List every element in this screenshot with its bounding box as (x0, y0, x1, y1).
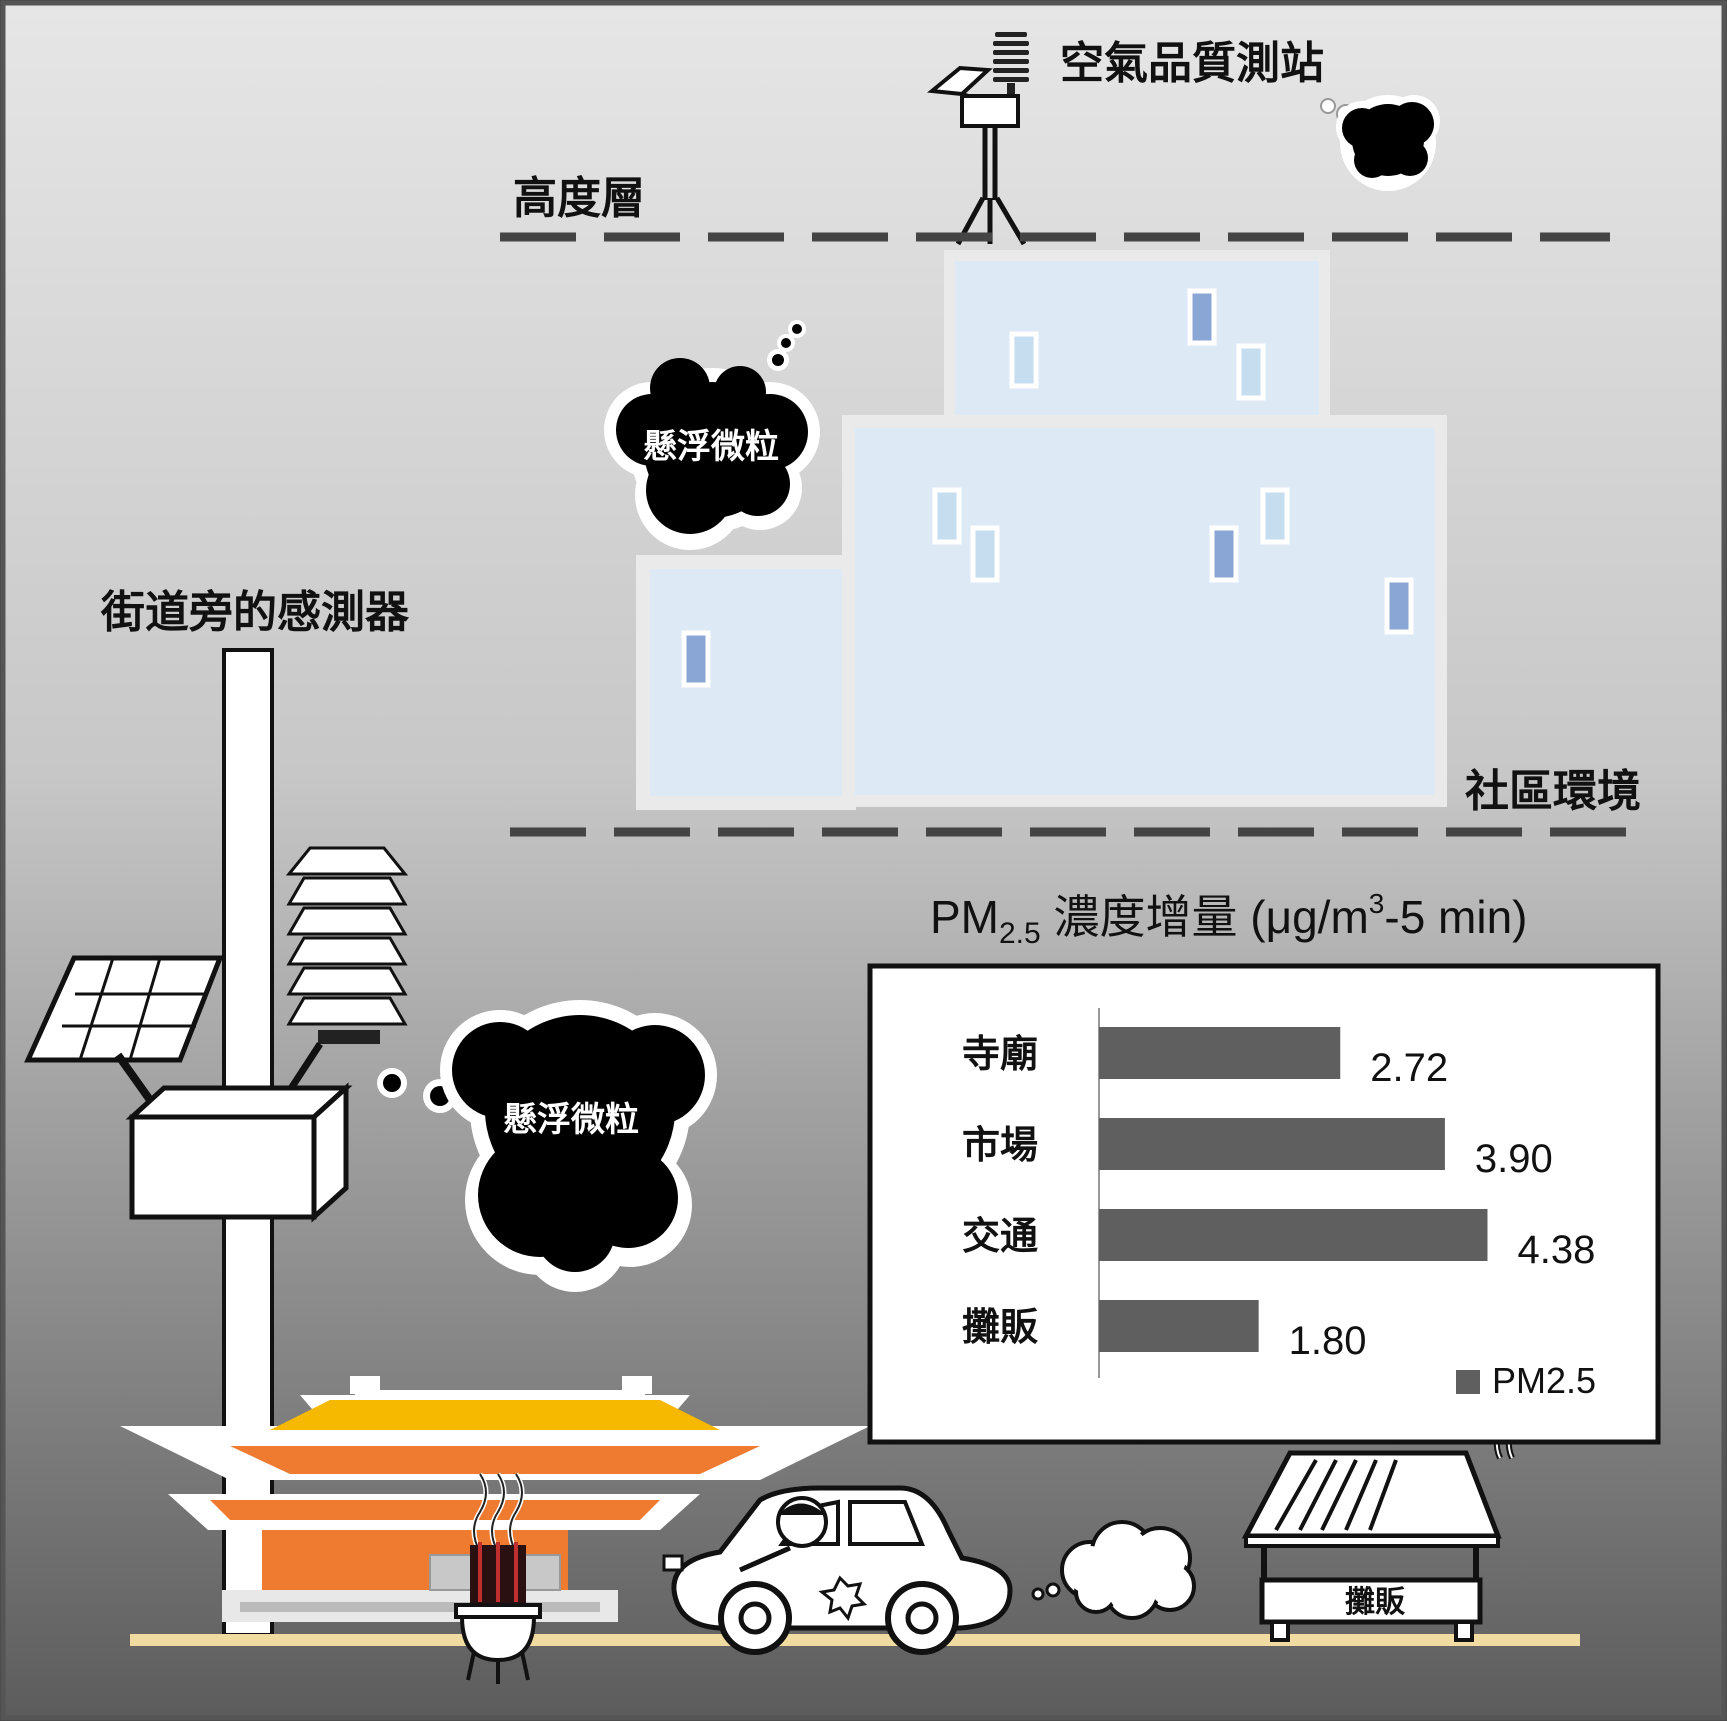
chart-title-mid: 濃度增量 (μg/m (1041, 891, 1369, 943)
incense-burner-icon (454, 1472, 542, 1684)
height-layer-label: 高度層 (513, 173, 645, 224)
particles-lower-label: 懸浮微粒 (503, 1100, 639, 1140)
building-left (636, 555, 856, 810)
community-env-label: 社區環境 (1465, 766, 1641, 817)
monitoring-station-icon (927, 32, 1029, 246)
car-icon (662, 1485, 1013, 1655)
solar-panel-icon (24, 955, 224, 1103)
category-label-3: 攤販 (962, 1305, 1038, 1349)
street-sensor-label: 街道旁的感測器 (100, 587, 410, 638)
cloud-icon (1320, 95, 1440, 191)
svg-text:PM2.5 濃度增量 (μg/m3-5 min): PM2.5 濃度增量 (μg/m3-5 min) (930, 888, 1528, 950)
building-windows (681, 288, 1414, 688)
category-label-0: 寺廟 (962, 1032, 1038, 1076)
category-label-2: 交通 (962, 1214, 1038, 1258)
chart-bars: 寺廟 2.72 市場 3.90 交通 4.38 攤販 1.80 (962, 1027, 1595, 1363)
particulate-cloud-upper-icon (604, 320, 820, 550)
sensor-box-icon (125, 1082, 353, 1223)
radiation-shield-icon (285, 846, 409, 1092)
chart-title-end: -5 min) (1384, 891, 1527, 943)
value-label-1: 3.90 (1475, 1137, 1553, 1181)
chart-title-sub: 2.5 (999, 917, 1041, 950)
bar-2 (1099, 1209, 1488, 1261)
bar-0 (1099, 1027, 1341, 1079)
legend-label: PM2.5 (1492, 1360, 1596, 1401)
food-stall-icon (1241, 1420, 1519, 1642)
chart-title-sup: 3 (1369, 888, 1385, 919)
chart-legend: PM2.5 (1456, 1360, 1596, 1401)
chart-title-main: PM (930, 891, 999, 943)
ground-line (130, 1634, 1580, 1646)
legend-swatch (1456, 1370, 1480, 1394)
exhaust-cloud-icon (1031, 1520, 1196, 1620)
value-label-3: 1.80 (1289, 1319, 1367, 1363)
value-label-0: 2.72 (1370, 1046, 1448, 1090)
category-label-1: 市場 (962, 1123, 1038, 1167)
bar-3 (1099, 1300, 1259, 1352)
building-main (842, 415, 1447, 807)
building-top (944, 250, 1330, 431)
monitor-station-label: 空氣品質測站 (1060, 38, 1324, 89)
particulate-cloud-lower-icon (377, 1000, 717, 1292)
chart-title: PM2.5 濃度增量 (μg/m3-5 min) (930, 888, 1528, 950)
value-label-2: 4.38 (1517, 1228, 1595, 1272)
particles-upper-label: 懸浮微粒 (643, 427, 779, 467)
bar-1 (1099, 1118, 1445, 1170)
stall-sign-label: 攤販 (1345, 1585, 1406, 1620)
